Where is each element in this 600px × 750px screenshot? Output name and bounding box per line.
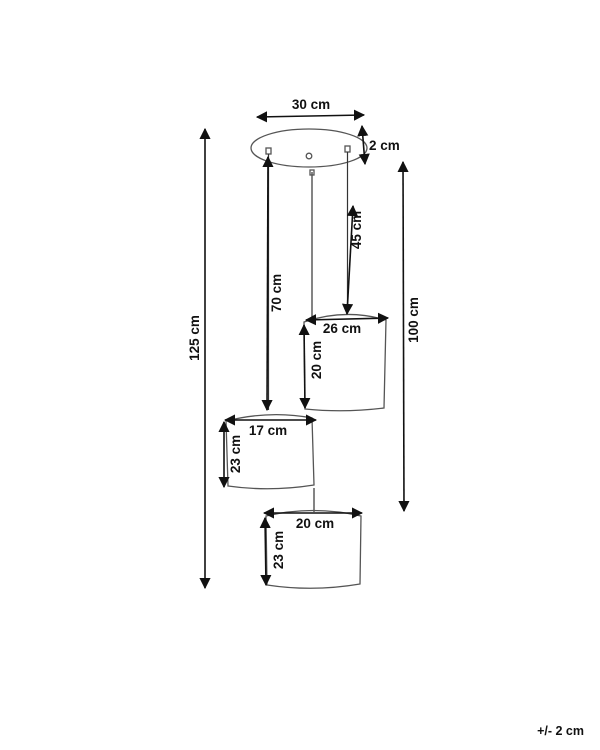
canopy-height-label: 2 cm bbox=[369, 138, 400, 153]
drop-height-label: 100 cm bbox=[406, 297, 421, 343]
drop-height-arrow bbox=[397, 160, 410, 513]
canopy-width-label: 30 cm bbox=[292, 97, 330, 112]
canopy-height-arrow bbox=[357, 124, 370, 166]
shade-right-height-arrow bbox=[298, 323, 311, 410]
shade-right-height-label: 20 cm bbox=[309, 341, 324, 379]
shade-bottom-width-label: 20 cm bbox=[296, 516, 334, 531]
cord-left-arrow bbox=[261, 155, 274, 412]
shade-bottom-height-arrow bbox=[259, 516, 272, 587]
shade-right-width-arrow bbox=[304, 312, 390, 326]
cord-right-arrow bbox=[341, 204, 359, 316]
canopy-left-clamp bbox=[265, 147, 272, 155]
canopy-width-arrow bbox=[255, 109, 366, 123]
tolerance-label: +/- 2 cm bbox=[537, 724, 584, 738]
shade-bottom-height-label: 23 cm bbox=[271, 531, 286, 569]
canopy-right-clamp bbox=[344, 145, 351, 153]
shade-left-width-label: 17 cm bbox=[249, 423, 287, 438]
total-height-label: 125 cm bbox=[187, 315, 202, 361]
shade-left-height-label: 23 cm bbox=[228, 435, 243, 473]
shade-right-width-label: 26 cm bbox=[323, 321, 361, 336]
cord-left-label: 70 cm bbox=[269, 274, 284, 312]
cord-right-label: 45 cm bbox=[349, 211, 364, 249]
canopy-center-hole bbox=[305, 152, 313, 160]
cord-middle-clamp bbox=[309, 169, 315, 176]
